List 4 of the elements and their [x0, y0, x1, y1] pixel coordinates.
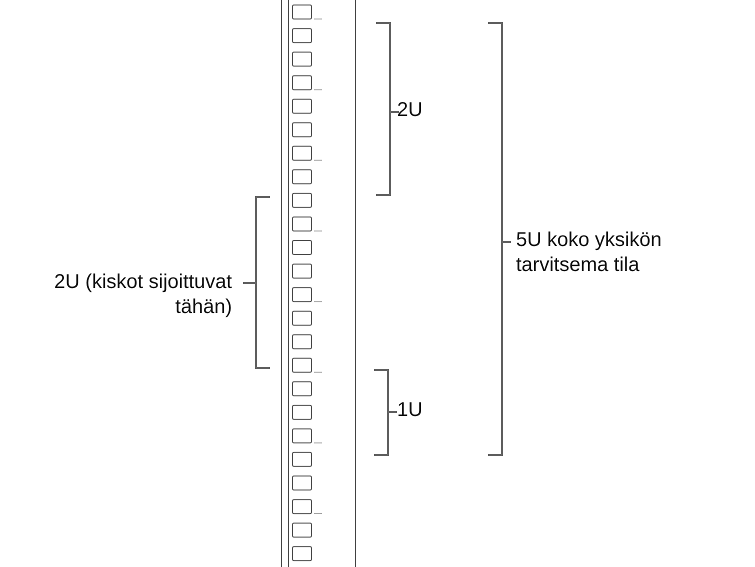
dimension-label: 1U — [397, 398, 424, 423]
dimension-label: 5U koko yksikön tarvitsema tila — [516, 228, 663, 278]
dimension-label: 2U — [397, 98, 424, 123]
dimension-label: 2U (kiskot sijoittuvat tähän) — [53, 270, 232, 320]
